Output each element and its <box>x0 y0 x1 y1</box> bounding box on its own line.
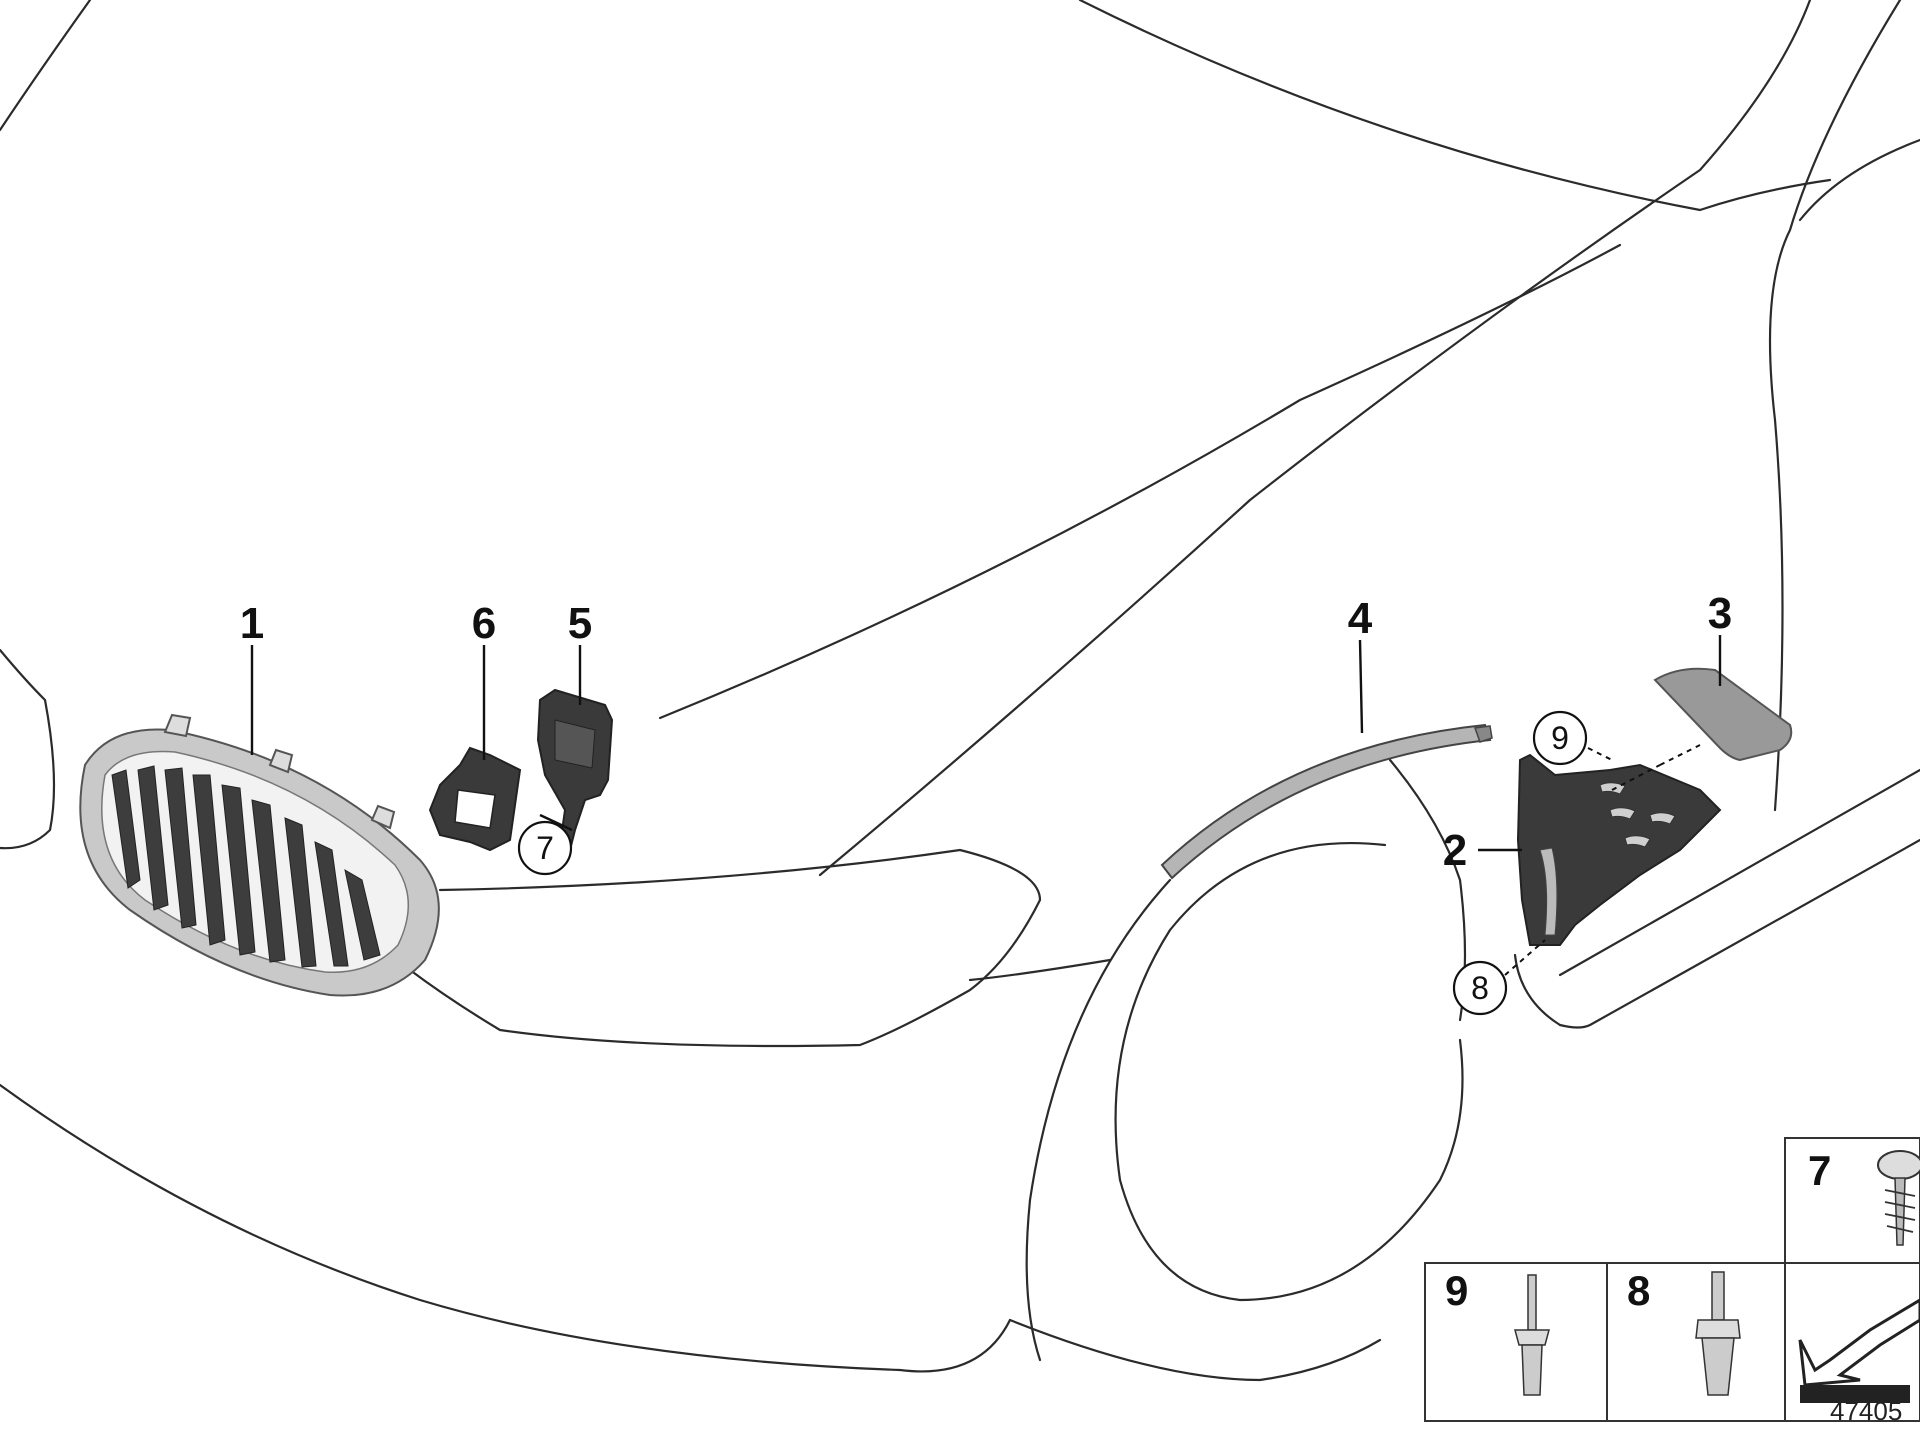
legend-label-7: 7 <box>1808 1147 1831 1194</box>
diagram-id: 47405 <box>1830 1396 1902 1426</box>
callout-labels: 1 6 5 4 3 2 7 9 8 <box>240 589 1732 1016</box>
reference-arrow-icon <box>1798 1298 1920 1403</box>
bracket-part-6 <box>428 746 522 852</box>
callout-9-circle: 9 <box>1551 720 1569 756</box>
screw-icon <box>1877 1150 1920 1246</box>
trim-strip-part-4 <box>1160 723 1493 880</box>
legend-label-9: 9 <box>1445 1267 1468 1314</box>
callout-5: 5 <box>568 599 592 648</box>
expansion-rivet-icon <box>1695 1271 1741 1396</box>
car-body-outline <box>0 0 1920 1382</box>
callout-7-circle: 7 <box>536 830 554 866</box>
callout-6: 6 <box>472 599 496 648</box>
legend-label-8: 8 <box>1627 1267 1650 1314</box>
callout-3: 3 <box>1708 589 1732 638</box>
rivet-icon <box>1514 1274 1550 1396</box>
air-duct-part-2 <box>1516 753 1722 946</box>
callout-8-circle: 8 <box>1471 970 1489 1006</box>
cover-panel-part-3 <box>1653 667 1793 762</box>
kidney-grille <box>79 713 440 997</box>
callout-4: 4 <box>1348 594 1373 643</box>
holder-part-5 <box>536 688 614 852</box>
fastener-legend: 7 9 8 <box>1424 1137 1920 1422</box>
callout-2: 2 <box>1443 826 1467 875</box>
callout-1: 1 <box>240 599 264 648</box>
leader-lines <box>250 635 1722 976</box>
